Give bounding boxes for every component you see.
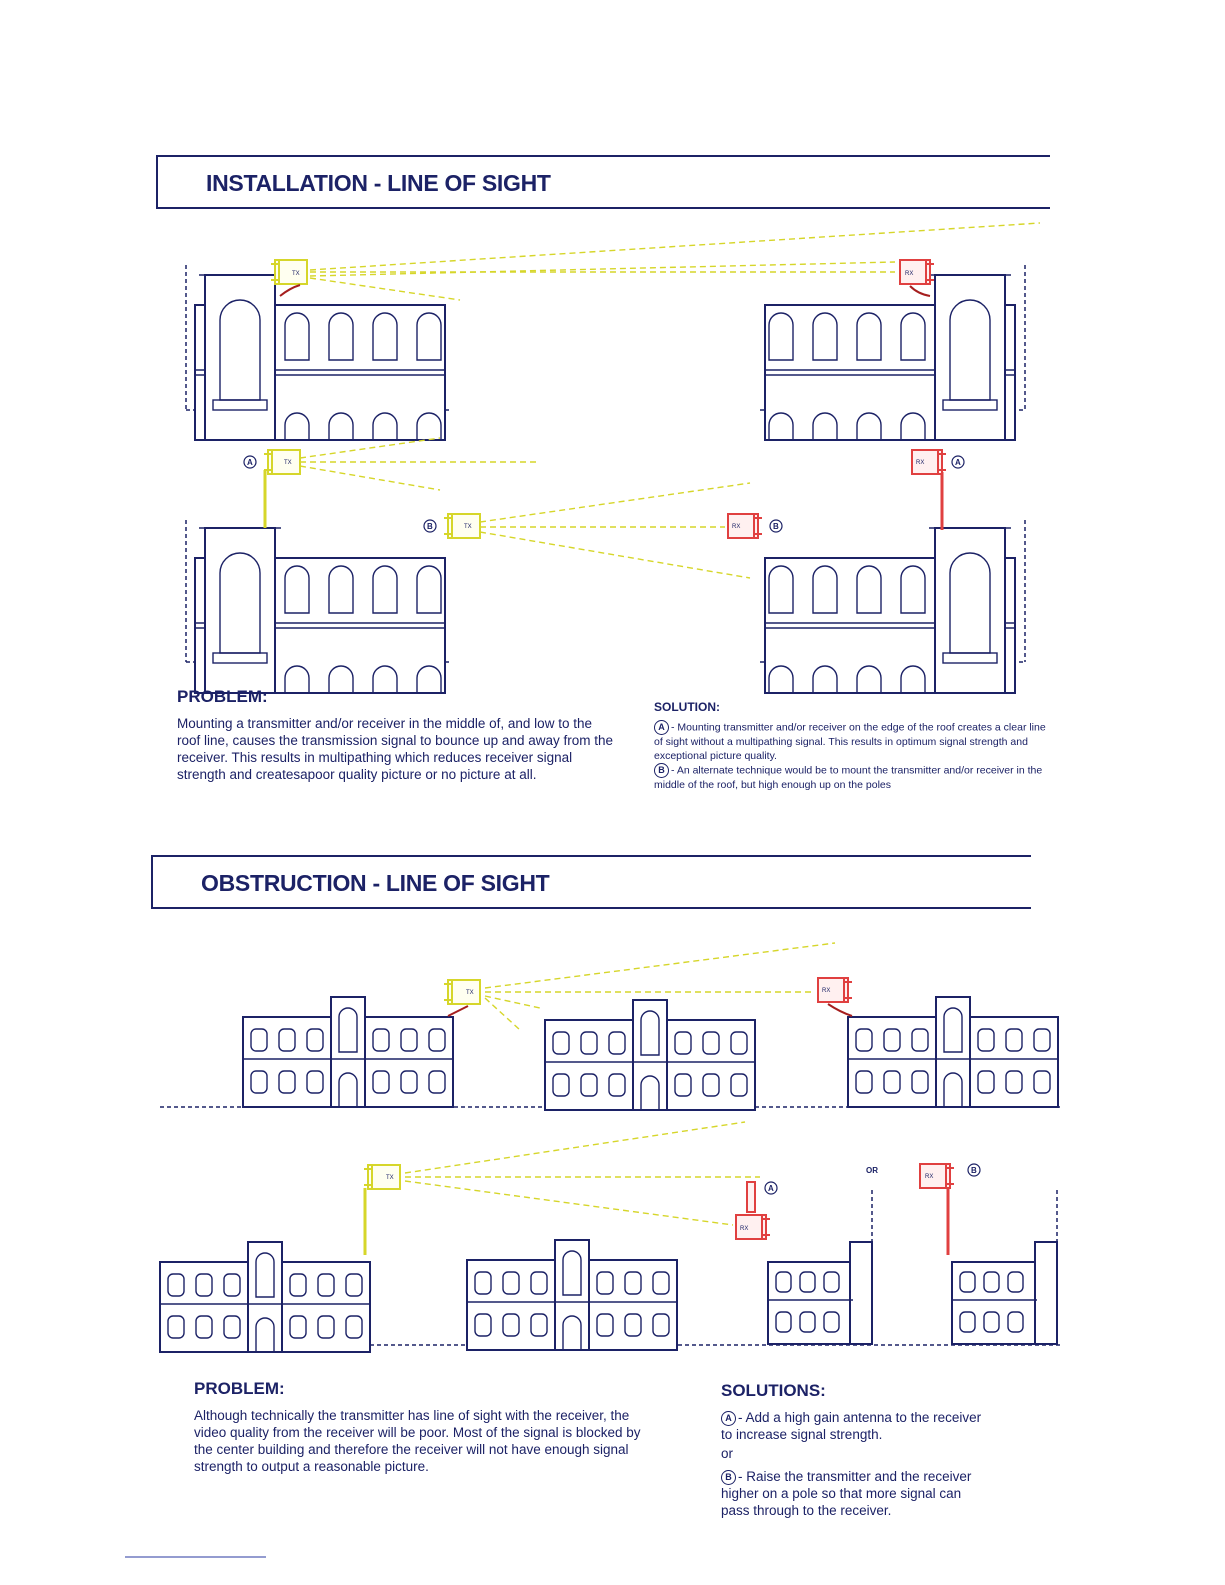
obstruction-diagram-2: TX RX A RX B OR — [159, 1121, 1060, 1353]
obstruction-diagram-1: TX RX — [160, 942, 1060, 1111]
left-building — [194, 274, 446, 441]
svg-text:B: B — [971, 1166, 977, 1175]
receiver-b-pole: RX B OR — [866, 1163, 981, 1255]
receiver-rx-1: RX — [899, 259, 935, 297]
or-text: or — [721, 1446, 734, 1461]
svg-text:A: A — [768, 1184, 774, 1193]
installation-diagram-2: TX A TX B RX A RX B — [185, 437, 1026, 694]
svg-text:RX: RX — [905, 271, 913, 277]
svg-text:RX: RX — [740, 1226, 748, 1232]
svg-text:B: B — [773, 522, 779, 531]
installation-solution-b-text: - An alternate technique would be to mou… — [654, 764, 1043, 791]
obstruction-title: OBSTRUCTION - LINE OF SIGHT — [201, 870, 550, 896]
svg-text:RX: RX — [916, 460, 924, 466]
svg-text:A: A — [247, 458, 253, 467]
svg-text:RX: RX — [822, 988, 830, 994]
obstruction-problem: PROBLEM: Although technically the transm… — [194, 1380, 649, 1475]
installation-diagram-1: TX RX — [185, 222, 1041, 441]
obstruction-problem-heading: PROBLEM: — [194, 1379, 285, 1398]
svg-text:RX: RX — [732, 524, 740, 530]
svg-text:TX: TX — [464, 524, 472, 530]
installation-solution: SOLUTION: A- Mounting transmitter and/or… — [654, 700, 1049, 792]
receiver-a: RX A — [911, 449, 965, 530]
solution-b-marker: B — [654, 763, 669, 778]
svg-text:TX: TX — [386, 1175, 394, 1181]
or-label: OR — [866, 1166, 878, 1175]
transmitter-tx-1: TX — [270, 259, 308, 297]
transmitter-b: TX B — [423, 513, 481, 539]
installation-header: INSTALLATION - LINE OF SIGHT — [156, 155, 1050, 209]
svg-text:A: A — [955, 458, 961, 467]
obstruction-solutions: SOLUTIONS: A- Add a high gain antenna to… — [721, 1382, 991, 1519]
receiver-rx-obstruct-1: RX — [817, 977, 853, 1017]
svg-text:TX: TX — [466, 990, 474, 996]
solution-a-marker: A — [654, 720, 669, 735]
installation-problem: PROBLEM: Mounting a transmitter and/or r… — [177, 688, 617, 783]
solutions-b-marker: B — [721, 1469, 736, 1485]
svg-text:TX: TX — [292, 271, 300, 277]
obstruction-solution-a-text: - Add a high gain antenna to the receive… — [721, 1410, 982, 1442]
obstruction-problem-text: Although technically the transmitter has… — [194, 1408, 641, 1474]
transmitter-tx-obstruct-1: TX — [443, 979, 481, 1017]
installation-problem-text: Mounting a transmitter and/or receiver i… — [177, 716, 613, 782]
obstruction-header: OBSTRUCTION - LINE OF SIGHT — [151, 855, 1031, 909]
receiver-a-high-gain: RX A — [735, 1181, 778, 1240]
obstruction-solution-b-text: - Raise the transmitter and the receiver… — [721, 1469, 972, 1518]
svg-text:TX: TX — [284, 460, 292, 466]
svg-text:RX: RX — [925, 1174, 933, 1180]
svg-text:B: B — [427, 522, 433, 531]
solutions-a-marker: A — [721, 1410, 736, 1426]
installation-title: INSTALLATION - LINE OF SIGHT — [206, 170, 551, 196]
installation-problem-heading: PROBLEM: — [177, 687, 268, 706]
right-building — [764, 274, 1016, 441]
installation-solution-heading: SOLUTION: — [654, 700, 720, 714]
transmitter-tx-obstruct-2: TX — [363, 1164, 401, 1255]
obstruction-solutions-heading: SOLUTIONS: — [721, 1381, 826, 1400]
transmitter-a: TX A — [243, 449, 301, 528]
installation-solution-a-text: - Mounting transmitter and/or receiver o… — [654, 721, 1046, 762]
receiver-b: RX B — [727, 513, 783, 539]
